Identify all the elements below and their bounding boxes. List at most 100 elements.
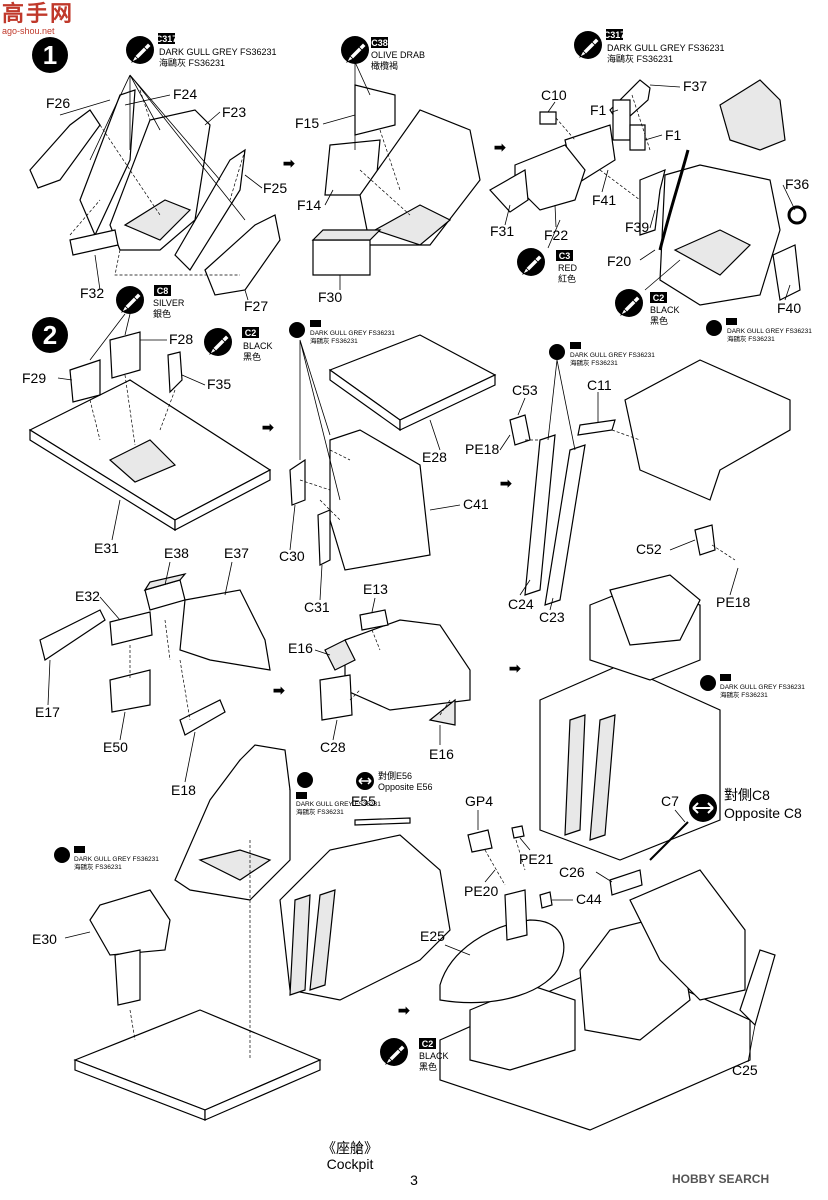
svg-text:OLIVE DRAB: OLIVE DRAB (371, 50, 425, 60)
svg-text:DARK GULL GREY FS36231: DARK GULL GREY FS36231 (310, 330, 395, 337)
label-e18: E18 (171, 782, 196, 798)
bulkhead-e28-c41 (289, 334, 497, 571)
svg-text:黑色: 黑色 (243, 351, 261, 362)
label-c30: C30 (279, 548, 305, 564)
svg-text:橄欖褐: 橄欖褐 (371, 60, 398, 71)
label-f36: F36 (785, 176, 809, 192)
arrow-next: ➡ (509, 660, 521, 676)
label-f1-b: F1 (665, 127, 682, 143)
label-f29: F29 (22, 370, 46, 386)
svg-text:黑色: 黑色 (650, 315, 668, 326)
label-f20: F20 (607, 253, 631, 269)
svg-text:黑色: 黑色 (419, 1061, 437, 1072)
assembly-middle-right (539, 574, 721, 861)
bulkhead-e30 (73, 840, 322, 1121)
label-f27: F27 (244, 298, 268, 314)
watermark-chinese: 高手网 (2, 1, 75, 26)
svg-text:BLACK: BLACK (419, 1051, 449, 1061)
svg-text:DARK GULL GREY FS36231: DARK GULL GREY FS36231 (727, 328, 812, 335)
arrow-next: ➡ (500, 475, 512, 491)
opposite-e56-note: 對側E56 Opposite E56 (356, 770, 433, 792)
svg-text:對側C8: 對側C8 (724, 787, 770, 803)
svg-text:海鷗灰 FS36231: 海鷗灰 FS36231 (720, 690, 768, 699)
paint-badge-c3-red: C3 RED 紅色 (517, 248, 578, 284)
label-e28: E28 (422, 449, 447, 465)
svg-text:海鷗灰 FS36231: 海鷗灰 FS36231 (74, 862, 122, 871)
label-f30: F30 (318, 289, 342, 305)
paint-badge-c2-black-b: C2 BLACK 黑色 (204, 327, 273, 362)
floor-e31 (28, 331, 272, 532)
label-c53: C53 (512, 382, 538, 398)
arrow-next: ➡ (283, 155, 295, 171)
svg-text:銀色: 銀色 (153, 308, 171, 319)
svg-text:對側E56: 對側E56 (378, 770, 412, 781)
label-e30: E30 (32, 931, 57, 947)
svg-text:RED: RED (558, 263, 578, 273)
paint-badge-c317-small-c: DARK GULL GREY FS36231 海鷗灰 FS36231 (549, 342, 655, 367)
svg-text:DARK GULL GREY FS36231: DARK GULL GREY FS36231 (607, 43, 725, 53)
label-c31: C31 (304, 599, 330, 615)
paint-badge-c317-small-b: DARK GULL GREY FS36231 海鷗灰 FS36231 (289, 320, 395, 345)
svg-text:C2: C2 (245, 328, 257, 338)
label-f26: F26 (46, 95, 70, 111)
label-f1-a: F1 (590, 102, 607, 118)
svg-text:C2: C2 (422, 1039, 434, 1049)
svg-text:Opposite C8: Opposite C8 (724, 805, 802, 821)
label-c23: C23 (539, 609, 565, 625)
svg-text:海鷗灰 FS36231: 海鷗灰 FS36231 (296, 807, 344, 816)
rails-c23-c24 (509, 359, 791, 606)
label-e31: E31 (94, 540, 119, 556)
cockpit-final (439, 821, 776, 1131)
label-c10: C10 (541, 87, 567, 103)
label-e32: E32 (75, 588, 100, 604)
label-c24: C24 (508, 596, 534, 612)
label-pe18-a: PE18 (465, 441, 499, 457)
arrow-next: ➡ (398, 1002, 410, 1018)
svg-text:海鷗灰 FS36231: 海鷗灰 FS36231 (159, 57, 225, 68)
label-c28: C28 (320, 739, 346, 755)
svg-text:海鷗灰 FS36231: 海鷗灰 FS36231 (570, 358, 618, 367)
label-f28: F28 (169, 331, 193, 347)
label-f24: F24 (173, 86, 197, 102)
label-c7: C7 (661, 793, 679, 809)
watermark-url: ago-shou.net (2, 26, 55, 36)
svg-text:C38: C38 (371, 38, 388, 48)
label-e16-b: E16 (429, 746, 454, 762)
svg-text:DARK GULL GREY FS36231: DARK GULL GREY FS36231 (296, 801, 381, 808)
seat-parts-a (29, 89, 281, 296)
label-e50: E50 (103, 739, 128, 755)
paint-badge-c317-a: C317 DARK GULL GREY FS36231 海鷗灰 FS36231 (126, 33, 277, 68)
label-e13: E13 (363, 581, 388, 597)
footer-title-en: Cockpit (326, 1156, 374, 1172)
svg-text:BLACK: BLACK (650, 305, 680, 315)
label-c25: C25 (732, 1062, 758, 1078)
cockpit-assembly-middle (279, 834, 451, 1001)
svg-text:C3: C3 (559, 251, 571, 261)
label-c41: C41 (463, 496, 489, 512)
label-pe18-b: PE18 (716, 594, 750, 610)
svg-text:Opposite E56: Opposite E56 (378, 782, 433, 792)
svg-text:海鷗灰 FS36231: 海鷗灰 FS36231 (727, 334, 775, 343)
step-1-number: 1 (43, 40, 57, 70)
step-1-marker (32, 37, 68, 73)
label-e16-a: E16 (288, 640, 313, 656)
label-f35: F35 (207, 376, 231, 392)
page-number: 3 (410, 1172, 418, 1188)
step-2-marker (32, 317, 68, 353)
paint-badge-c317-small-d: DARK GULL GREY FS36231 海鷗灰 FS36231 (700, 674, 805, 699)
label-f23: F23 (222, 104, 246, 120)
svg-text:C8: C8 (157, 286, 169, 296)
label-e55: E55 (351, 793, 376, 809)
arrow-next: ➡ (273, 682, 285, 698)
paint-badge-c38: C38 OLIVE DRAB 橄欖褐 (341, 36, 425, 71)
label-f15: F15 (295, 115, 319, 131)
svg-text:SILVER: SILVER (153, 298, 185, 308)
svg-text:海鷗灰 FS36231: 海鷗灰 FS36231 (310, 336, 358, 345)
console-group (319, 609, 471, 726)
label-e17: E17 (35, 704, 60, 720)
watermark-logo-right: HOBBY SEARCH (672, 1172, 770, 1186)
arrow-next: ➡ (494, 139, 506, 155)
label-f40: F40 (777, 300, 801, 316)
label-e38: E38 (164, 545, 189, 561)
label-c44: C44 (576, 891, 602, 907)
